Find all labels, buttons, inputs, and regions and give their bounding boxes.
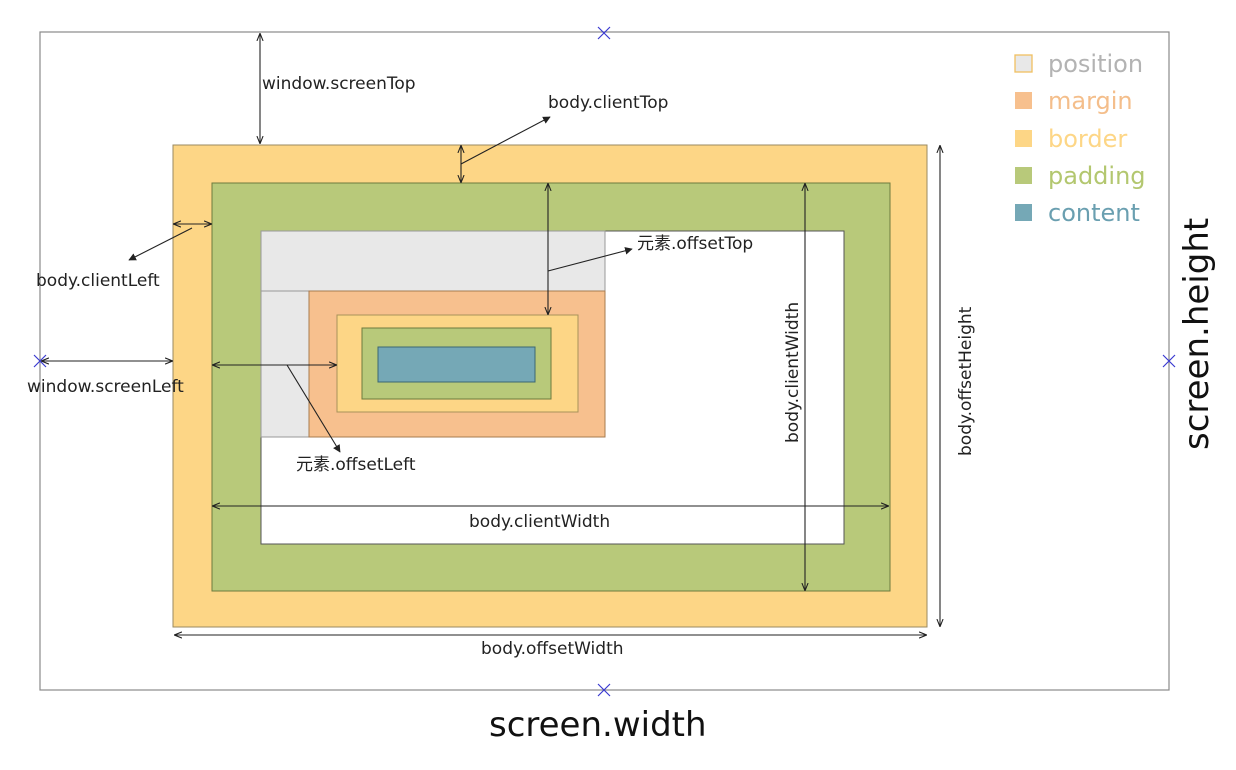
legend-label-position: position [1048, 50, 1143, 78]
legend-item-margin: margin [1015, 87, 1133, 115]
offset-top-leader [547, 247, 633, 272]
dimension-lines [42, 34, 940, 635]
label-body-clientleft: body.clientLeft [36, 271, 160, 291]
label-window-screentop: window.screenTop [262, 74, 416, 94]
legend-label-margin: margin [1048, 87, 1133, 115]
legend-label-padding: padding [1048, 162, 1146, 190]
legend-swatch-margin [1015, 92, 1032, 109]
legend-item-padding: padding [1015, 162, 1146, 190]
offset-left-leader [286, 364, 341, 453]
legend: position margin border padding content [1014, 50, 1146, 227]
legend-item-content: content [1015, 199, 1140, 227]
position-offset-left [260, 290, 310, 438]
screen-edge-markers [33, 26, 1176, 697]
legend-swatch-content [1015, 204, 1032, 221]
legend-item-position: position [1014, 50, 1143, 78]
client-left-leader [128, 227, 193, 261]
label-screen-height: screen.height [1177, 218, 1217, 450]
client-top-leader [460, 116, 551, 165]
label-window-screenleft: window.screenLeft [27, 377, 184, 397]
label-body-clienttop: body.clientTop [548, 93, 668, 113]
legend-label-border: border [1048, 125, 1127, 153]
legend-swatch-border [1015, 130, 1032, 147]
label-body-clientwidth-horizontal: body.clientWidth [469, 512, 610, 532]
position-offset-top [260, 230, 606, 292]
dimension-labels: window.screenTop body.clientTop body.cli… [27, 74, 1217, 745]
label-screen-width: screen.width [489, 705, 707, 745]
label-body-offsetheight: body.offsetHeight [956, 306, 976, 456]
label-body-clientwidth-vertical: body.clientWidth [783, 302, 803, 443]
label-element-offsetleft: 元素.offsetLeft [296, 455, 416, 475]
legend-swatch-padding [1015, 167, 1032, 184]
legend-item-border: border [1015, 125, 1127, 153]
element-content [377, 346, 536, 383]
legend-swatch-position [1014, 54, 1033, 73]
label-body-offsetwidth: body.offsetWidth [481, 639, 624, 659]
legend-label-content: content [1048, 199, 1140, 227]
label-element-offsettop: 元素.offsetTop [637, 234, 753, 254]
